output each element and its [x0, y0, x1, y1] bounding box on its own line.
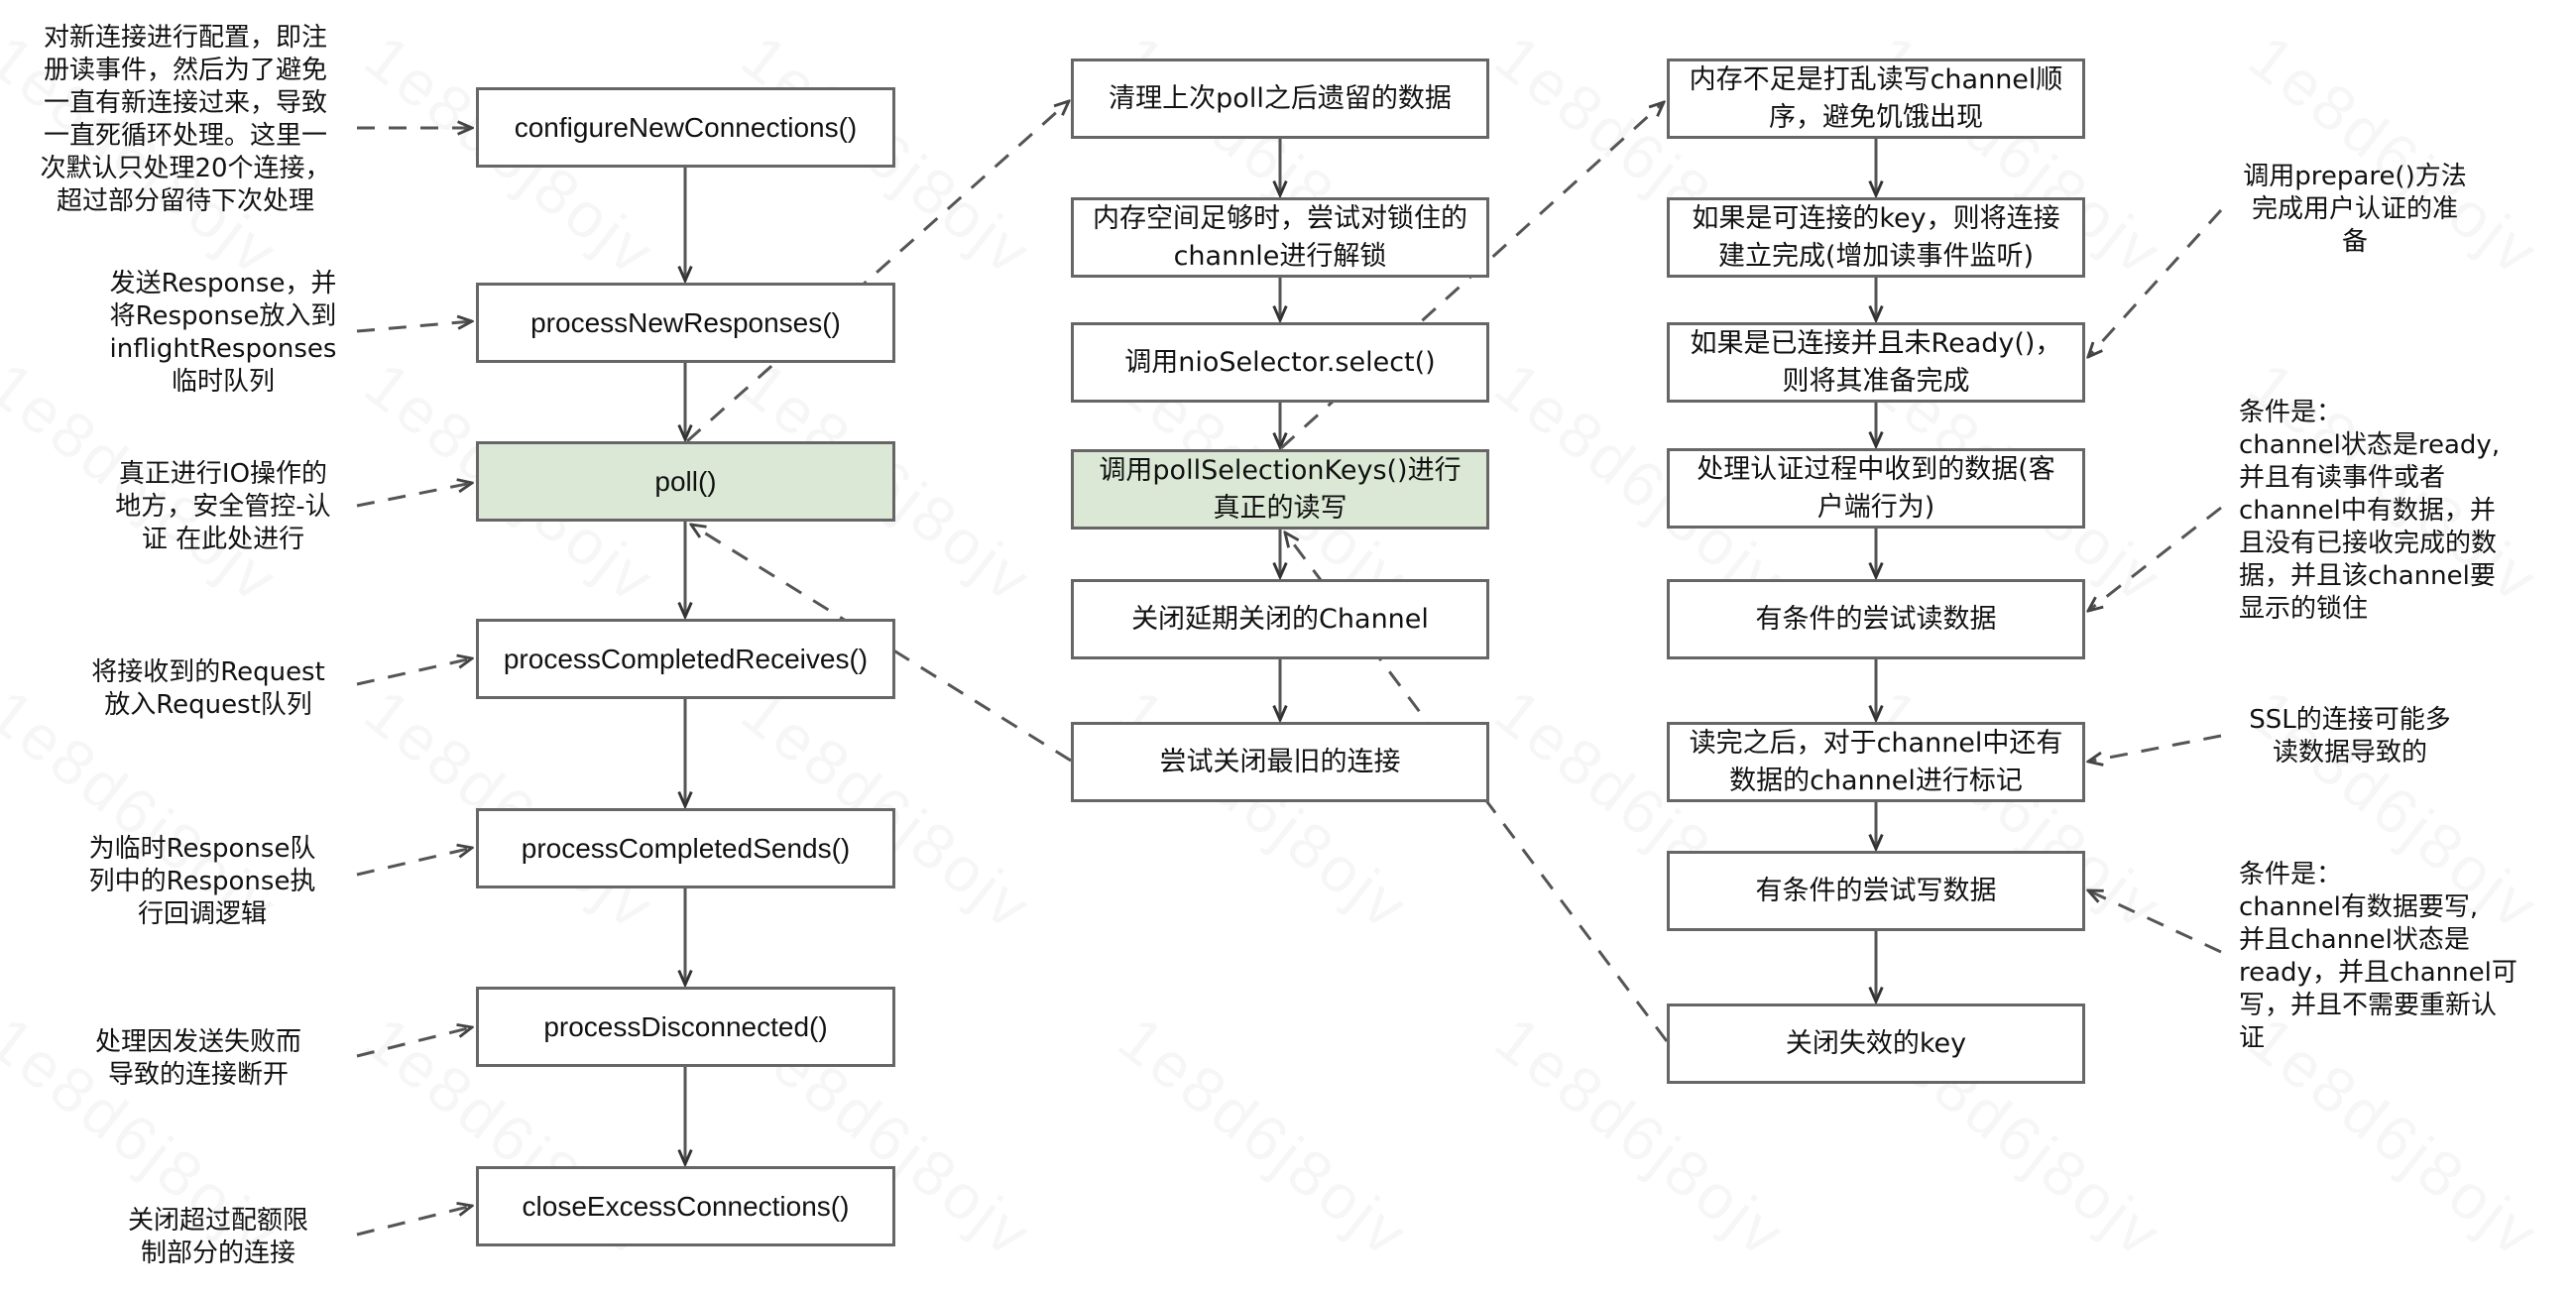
- poll-step-close-oldest-connection: 尝试关闭最旧的连接: [1071, 722, 1489, 802]
- note-configure: 对新连接进行配置，即注 册读事件，然后为了避免 一直有新连接过来，导致 一直死循…: [40, 23, 331, 216]
- step-process-new-responses: processNewResponses(): [476, 283, 895, 363]
- keys-step-finish-connect: 如果是可连接的key，则将连接建立完成(增加读事件监听): [1667, 197, 2085, 278]
- note-write-condition: 条件是： channel有数据要写, 并且channel状态是 ready，并且…: [2239, 860, 2517, 1053]
- note-disconnected: 处理因发送失败而 导致的连接断开: [94, 1027, 301, 1090]
- keys-step-auth-data: 处理认证过程中收到的数据(客户端行为): [1667, 448, 2085, 529]
- note-ssl: SSL的连接可能多 读数据导致的: [2249, 705, 2451, 768]
- step-close-excess-connections: closeExcessConnections(): [476, 1166, 895, 1246]
- note-arrow-read-condition: [2088, 506, 2222, 611]
- note-arrow-receives: [356, 658, 472, 686]
- keys-step-close-invalid-key: 关闭失效的key: [1667, 1004, 2085, 1084]
- keys-step-attempt-write: 有条件的尝试写数据: [1667, 851, 2085, 931]
- note-prepare: 调用prepare()方法 完成用户认证的准 备: [2243, 162, 2467, 257]
- note-poll: 真正进行IO操作的 地方，安全管控-认 证 在此处进行: [115, 459, 331, 554]
- note-receives: 将接收到的Request 放入Request队列: [91, 657, 325, 720]
- poll-step-poll-selection-keys: 调用pollSelectionKeys()进行真正的读写: [1071, 449, 1489, 530]
- note-arrow-excess: [356, 1206, 472, 1237]
- poll-step-close-delayed-channel: 关闭延期关闭的Channel: [1071, 579, 1489, 659]
- note-arrow-sends: [356, 848, 472, 877]
- note-arrow-disconnected: [356, 1027, 472, 1058]
- step-poll: poll(): [476, 441, 895, 522]
- keys-step-prepare-ready: 如果是已连接并且未Ready()，则将其准备完成: [1667, 322, 2085, 403]
- poll-step-unmute-channels: 内存空间足够时，尝试对锁住的channle进行解锁: [1071, 197, 1489, 278]
- note-excess: 关闭超过配额限 制部分的连接: [127, 1206, 308, 1268]
- poll-step-clear-leftover: 清理上次poll之后遗留的数据: [1071, 59, 1489, 139]
- keys-step-mark-buffered: 读完之后，对于channel中还有数据的channel进行标记: [1667, 722, 2085, 802]
- keys-step-shuffle: 内存不足是打乱读写channel顺序，避免饥饿出现: [1667, 59, 2085, 139]
- note-arrow-write-condition: [2088, 890, 2222, 954]
- note-sends: 为临时Response队 列中的Response执 行回调逻辑: [88, 834, 316, 929]
- step-configure-new-connections: configureNewConnections(): [476, 87, 895, 168]
- poll-step-nio-select: 调用nioSelector.select(): [1071, 322, 1489, 403]
- step-process-completed-receives: processCompletedReceives(): [476, 619, 895, 699]
- note-arrow-poll: [356, 483, 472, 508]
- keys-step-attempt-read: 有条件的尝试读数据: [1667, 579, 2085, 659]
- watermark-text: 1e8d6j8ojv: [1105, 1002, 1423, 1273]
- note-arrow-new-responses: [356, 321, 472, 333]
- step-process-completed-sends: processCompletedSends(): [476, 808, 895, 888]
- note-arrow-ssl: [2088, 734, 2222, 762]
- note-read-condition: 条件是： channel状态是ready, 并且有读事件或者 channel中有…: [2239, 398, 2501, 624]
- step-process-disconnected: processDisconnected(): [476, 987, 895, 1067]
- note-new-responses: 发送Response，并 将Response放入到 inflightRespon…: [109, 269, 337, 397]
- watermark-text: 1e8d6j8ojv: [1105, 674, 1423, 946]
- note-arrow-prepare: [2088, 208, 2223, 357]
